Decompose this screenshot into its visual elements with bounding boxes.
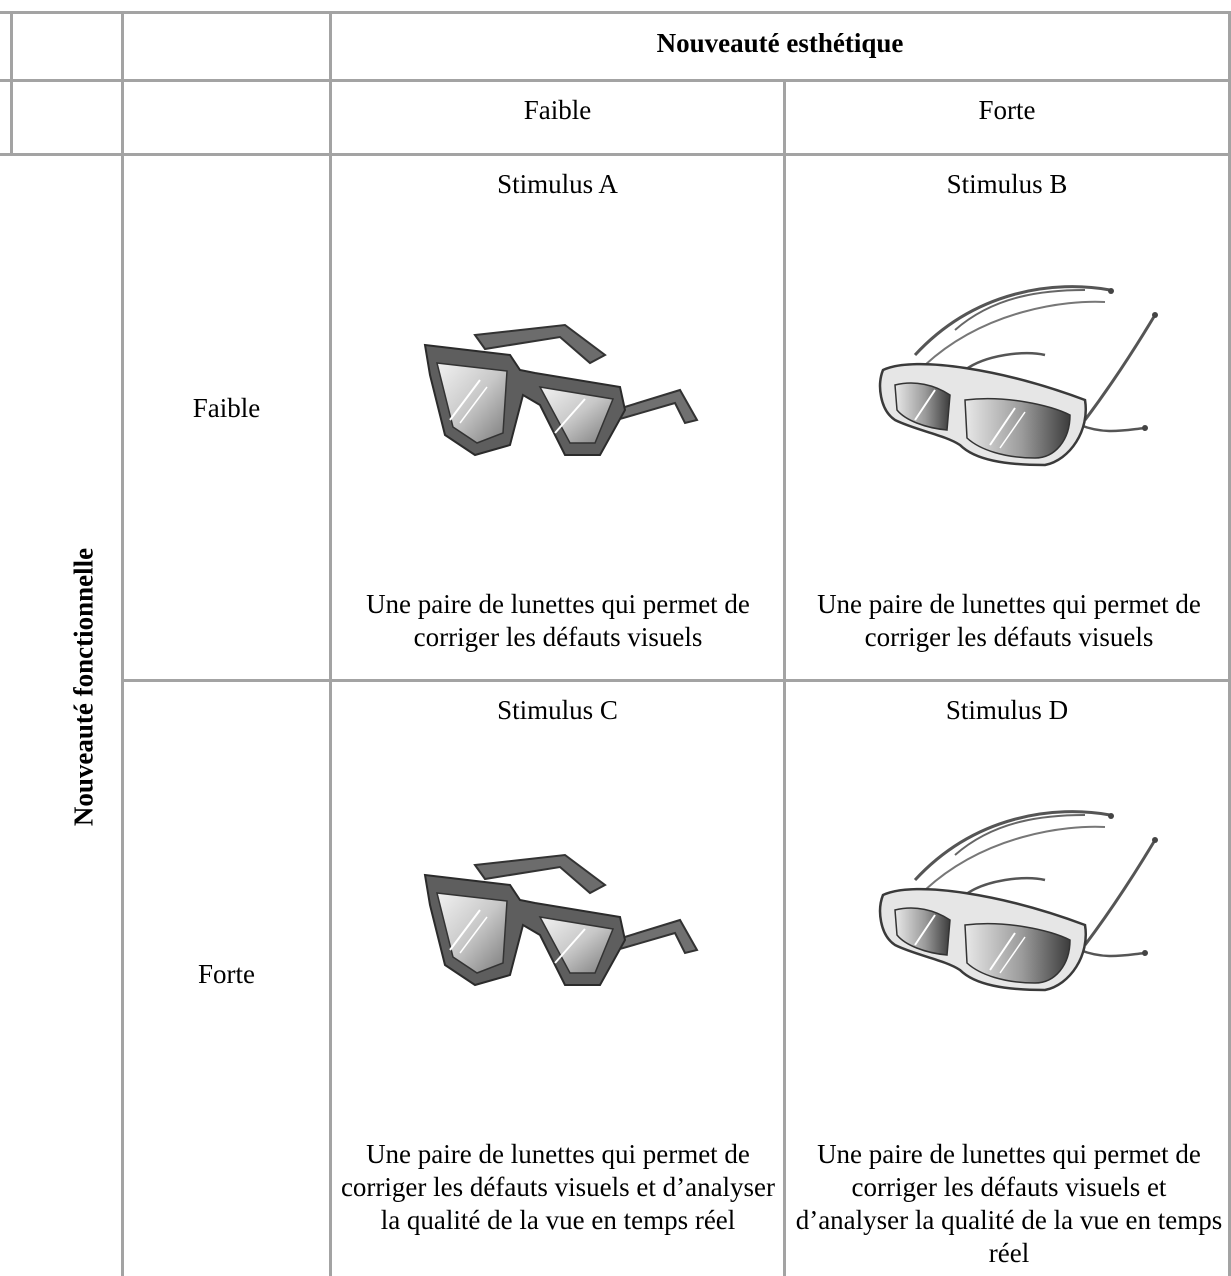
table-rule: [121, 11, 124, 1276]
table-rule: [0, 153, 1231, 156]
stimulus-c-title: Stimulus C: [497, 695, 618, 725]
row-group-title: Nouveauté fonctionnelle: [68, 547, 99, 827]
column-header-forte: Forte: [978, 95, 1036, 125]
row-label-faible: Faible: [192, 393, 261, 423]
table-rule: [0, 79, 1231, 82]
classic-glasses-image: [415, 845, 715, 995]
column-header-faible: Faible: [523, 95, 592, 125]
table-border-right: [1228, 11, 1231, 1276]
stimulus-d-description: Une paire de lunettes qui permet de corr…: [795, 1139, 1223, 1268]
table-rule: [783, 79, 786, 1276]
futuristic-glasses-image: [855, 785, 1165, 1015]
table-border-left: [10, 11, 13, 156]
stimulus-a-description: Une paire de lunettes qui permet de corr…: [366, 589, 750, 652]
stimulus-d-title: Stimulus D: [945, 695, 1069, 725]
stimulus-c-description: Une paire de lunettes qui permet de corr…: [340, 1139, 776, 1235]
table-rule: [122, 679, 1231, 682]
stimulus-b-title: Stimulus B: [946, 169, 1068, 199]
table-border-top: [0, 11, 1231, 14]
futuristic-glasses-image: [855, 260, 1165, 490]
stimulus-b-description: Une paire de lunettes qui permet de corr…: [817, 589, 1201, 652]
table-rule: [329, 11, 332, 1276]
column-group-title: Nouveauté esthétique: [656, 28, 904, 58]
row-label-forte: Forte: [198, 959, 255, 989]
classic-glasses-image: [415, 315, 715, 465]
stimulus-a-title: Stimulus A: [497, 169, 618, 199]
